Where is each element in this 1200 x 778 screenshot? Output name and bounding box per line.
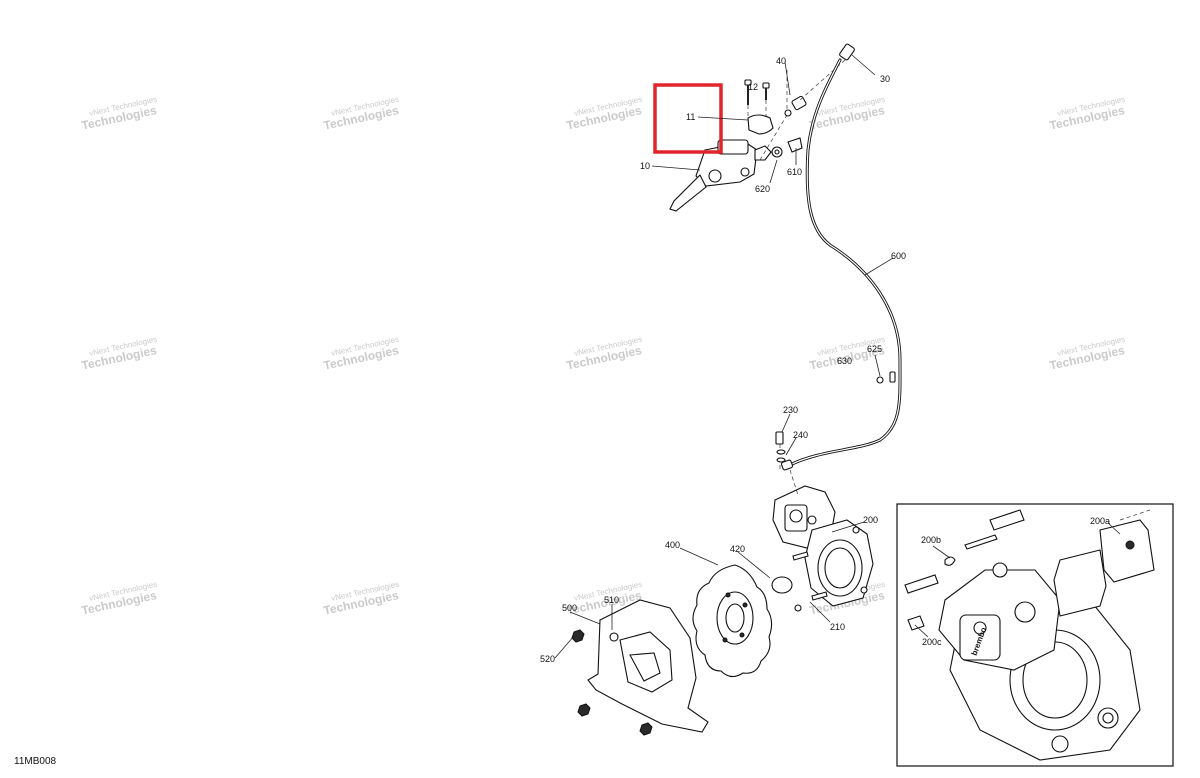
callout-240: 240: [793, 430, 808, 440]
watermark: vNext Technologies Technologies: [565, 95, 643, 133]
watermark: vNext Technologies Technologies: [322, 335, 400, 373]
callout-500: 500: [562, 603, 577, 613]
banjo-bolt-230[interactable]: [775, 431, 794, 471]
callout-625: 625: [867, 344, 882, 354]
clamp-11[interactable]: [747, 114, 774, 135]
callout-200: 200: [863, 515, 878, 525]
nut-520[interactable]: [571, 629, 653, 736]
screw-12[interactable]: [744, 79, 770, 118]
callout-10: 10: [640, 161, 650, 171]
watermark: vNext Technologies Technologies: [322, 580, 400, 618]
callout-620: 620: [755, 184, 770, 194]
leader-lines: [554, 54, 1121, 659]
callout-30: 30: [880, 74, 890, 84]
clip-610[interactable]: [787, 137, 803, 153]
watermark: vNext Technologies Technologies: [808, 95, 886, 133]
watermark: vNext Technologies Technologies: [80, 95, 158, 133]
callout-600: 600: [891, 251, 906, 261]
master-cylinder-assembly: [669, 79, 803, 212]
o-ring-420[interactable]: [771, 576, 793, 594]
watermark: vNext Technologies Technologies: [80, 335, 158, 373]
brake-disc-400[interactable]: [692, 564, 773, 678]
callout-510: 510: [604, 595, 619, 605]
watermark: vNext Technologies Technologies: [80, 580, 158, 618]
callout-420: 420: [730, 544, 745, 554]
callout-610: 610: [787, 167, 802, 177]
caliper-bracket[interactable]: [804, 519, 874, 607]
bolt-210[interactable]: [792, 551, 828, 612]
callout-230: 230: [783, 405, 798, 415]
callout-11: 11: [686, 112, 695, 122]
callout-40: 40: [776, 56, 786, 66]
callout-520: 520: [540, 654, 555, 664]
callout-400: 400: [665, 540, 680, 550]
watermark: vNext Technologies Technologies: [322, 95, 400, 133]
pad-pin-200b[interactable]: [944, 509, 1025, 566]
callout-200a: 200a: [1090, 516, 1110, 526]
callout-12: 12: [748, 82, 758, 92]
callout-630: 630: [837, 356, 852, 366]
watermark: vNext Technologies Technologies: [565, 335, 643, 373]
callout-labels: 12 11 10 40 30 620 610 600 625 630 230 2…: [540, 56, 1110, 664]
disc-guard-500[interactable]: [587, 599, 709, 733]
detail-inset: brembo: [896, 503, 1174, 767]
brake-hose-600[interactable]: [784, 43, 902, 467]
brake-pads-200a[interactable]: [1053, 509, 1155, 617]
watermark: vNext Technologies Technologies: [1048, 95, 1126, 133]
detail-caliper-body[interactable]: brembo: [938, 562, 1061, 671]
diagram-code: 11MB008: [14, 756, 57, 767]
watermark: vNext Technologies Technologies: [1048, 335, 1126, 373]
clip-625[interactable]: [876, 371, 896, 384]
bleeder-200c[interactable]: [904, 574, 939, 631]
callout-200c: 200c: [922, 637, 942, 647]
callout-200b: 200b: [921, 535, 941, 545]
callout-210: 210: [830, 622, 845, 632]
